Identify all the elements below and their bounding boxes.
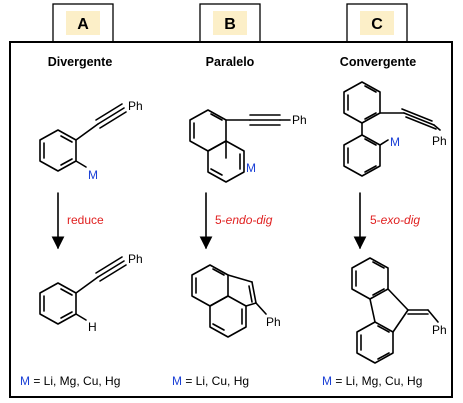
structure-b-product: Ph <box>191 264 281 338</box>
metal-label-a: M <box>88 168 98 182</box>
structure-a-reactant: Ph M <box>39 99 143 182</box>
phenyl-label-a2: Ph <box>128 252 143 266</box>
phenyl-label-c1: Ph <box>432 134 447 148</box>
phenyl-label-b1: Ph <box>292 113 307 127</box>
structure-b-reactant: Ph M <box>189 109 307 183</box>
metal-label-b: M <box>246 161 256 175</box>
footnote-b: M = Li, Cu, Hg <box>172 374 249 388</box>
tab-a: A <box>52 3 114 43</box>
structure-c-product: Ph <box>351 257 447 364</box>
heading-divergente: Divergente <box>48 55 113 69</box>
condition-b: 5-endo-dig <box>215 213 273 227</box>
structure-a-product: Ph H <box>39 252 143 334</box>
condition-a: reduce <box>67 213 104 227</box>
tab-a-label: A <box>77 16 89 33</box>
heading-paralelo: Paralelo <box>206 55 255 69</box>
scheme-frame <box>9 41 453 398</box>
phenyl-label-c2: Ph <box>432 323 447 337</box>
structure-c-reactant: Ph M <box>343 81 447 177</box>
tab-c-label: C <box>371 16 383 33</box>
metal-label-c: M <box>390 135 400 149</box>
phenyl-label-b2: Ph <box>266 315 281 329</box>
phenyl-label-a1: Ph <box>128 99 143 113</box>
condition-c: 5-exo-dig <box>370 213 420 227</box>
footnote-c: M = Li, Mg, Cu, Hg <box>322 374 422 388</box>
tab-b-label: B <box>224 16 236 33</box>
heading-convergente: Convergente <box>340 55 416 69</box>
tab-c: C <box>346 3 408 43</box>
footnote-a: M = Li, Mg, Cu, Hg <box>20 374 120 388</box>
hydrogen-label-a: H <box>88 320 97 334</box>
tab-b: B <box>199 3 261 43</box>
